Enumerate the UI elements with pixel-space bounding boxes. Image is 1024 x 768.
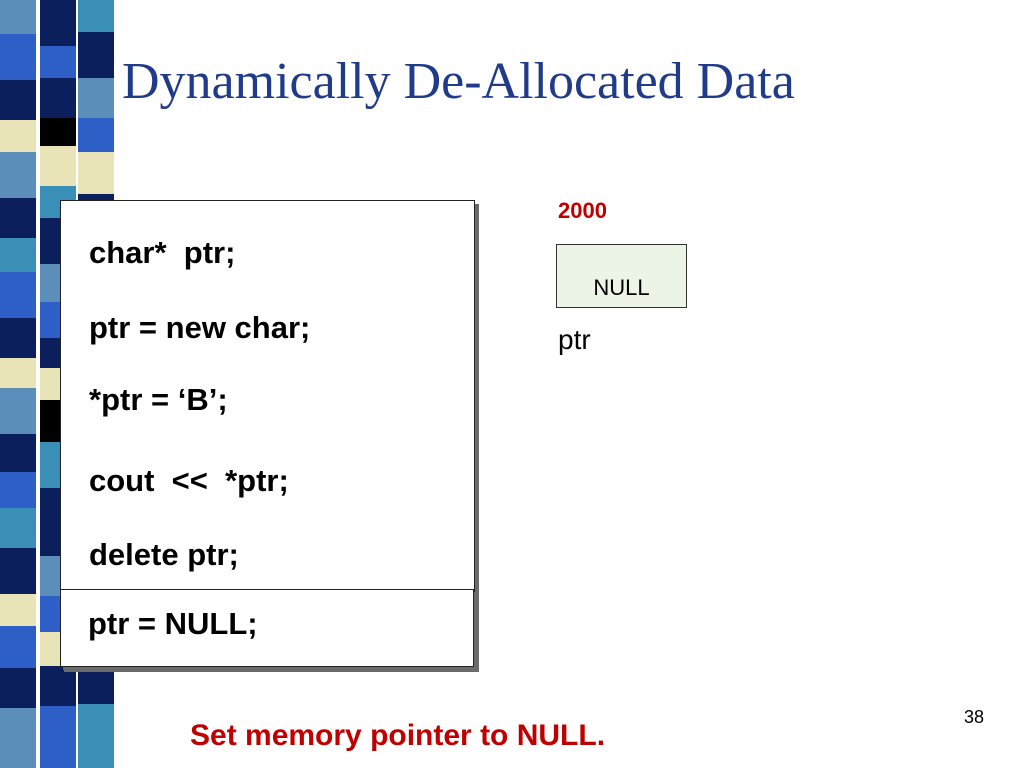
memory-address: 2000 <box>558 198 607 223</box>
code-line-delete: delete ptr; <box>89 537 239 572</box>
code-line-allocate: ptr = new char; <box>89 310 311 345</box>
memory-cell: NULL <box>556 244 687 308</box>
code-line-declare: char* ptr; <box>89 235 236 270</box>
code-line-set-null: ptr = NULL; <box>88 606 258 641</box>
code-line-output: cout << *ptr; <box>89 463 289 498</box>
highlighted-code-box: ptr = NULL; <box>60 589 474 667</box>
code-line-assign: *ptr = ‘B’; <box>89 382 228 417</box>
slide-caption: Set memory pointer to NULL. <box>190 719 606 752</box>
memory-variable-label: ptr <box>558 324 591 355</box>
slide-title: Dynamically De-Allocated Data <box>122 53 795 110</box>
page-number: 38 <box>964 707 985 727</box>
